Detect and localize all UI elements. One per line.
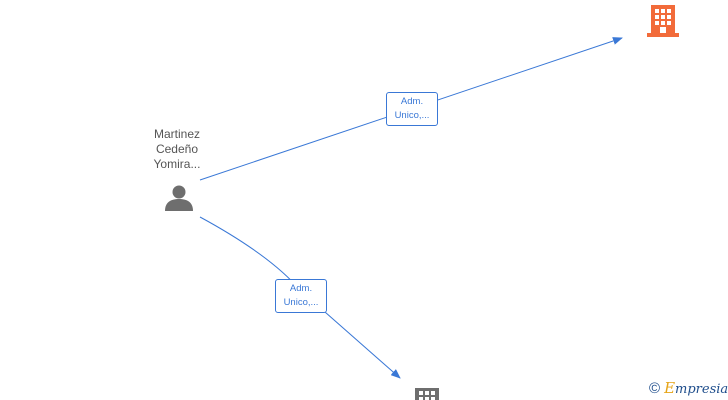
person-name-line-1: Martinez <box>153 127 200 141</box>
edge-label-2-line-1: Adm. <box>289 283 313 294</box>
brand-first-letter: E <box>664 379 676 397</box>
company-building-icon[interactable] <box>647 5 679 37</box>
brand-rest: mpresia <box>675 382 728 397</box>
edge-label-2[interactable]: Adm. Unico,... <box>275 279 327 313</box>
person-icon[interactable] <box>165 185 193 212</box>
copyright-icon: © <box>649 380 661 397</box>
edge-label-2-line-2: Unico,... <box>283 297 319 308</box>
edge-label-1-line-2: Unico,... <box>394 110 430 121</box>
person-name-label[interactable]: Martinez Cedeño Yomira... <box>140 127 214 172</box>
person-name-line-3: Yomira... <box>153 157 201 171</box>
empresia-logo[interactable]: ©Empresia <box>649 379 728 399</box>
edge-label-1[interactable]: Adm. Unico,... <box>386 92 438 126</box>
edge-label-1-line-1: Adm. <box>400 96 424 107</box>
company-building-icon-secondary[interactable] <box>415 388 439 400</box>
person-name-line-2: Cedeño <box>155 142 199 156</box>
